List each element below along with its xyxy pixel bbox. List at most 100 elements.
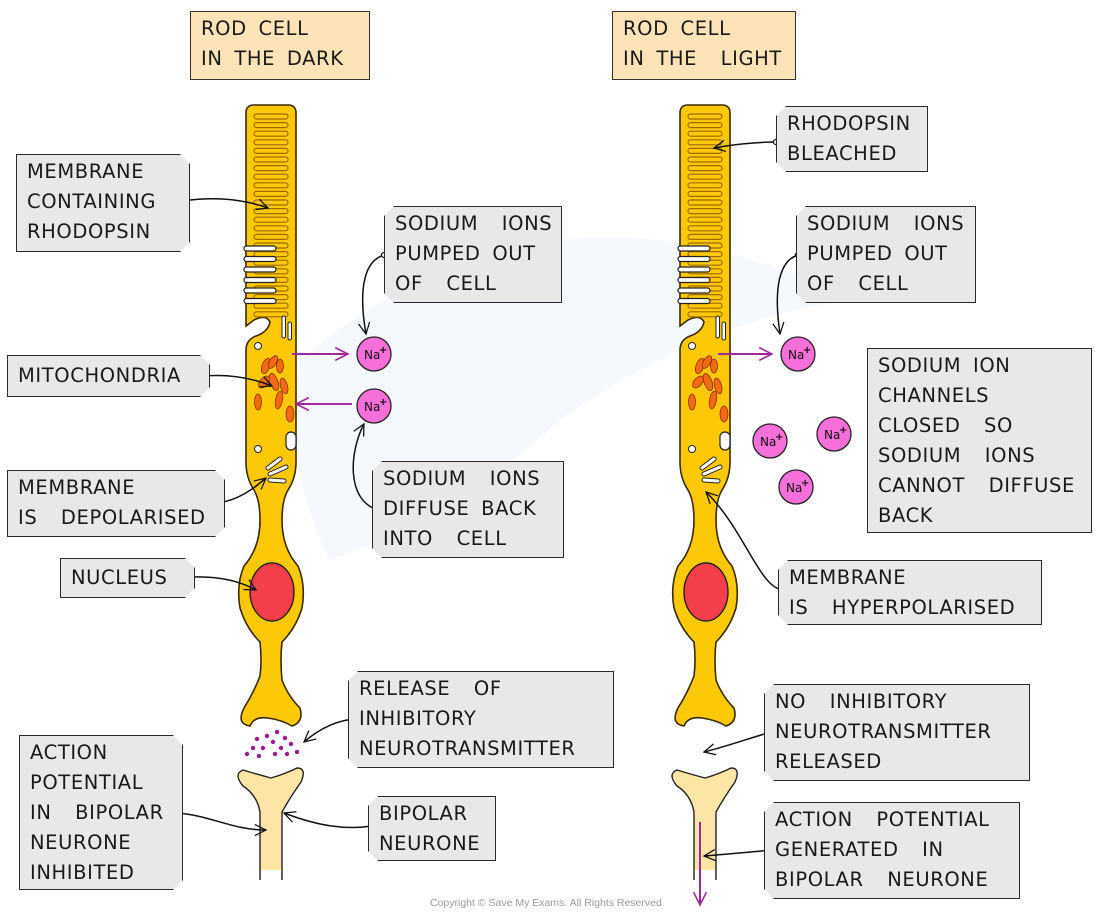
rhodopsin-disc bbox=[687, 156, 723, 163]
rhodopsin-disc bbox=[687, 165, 723, 172]
mitochondrion bbox=[267, 355, 279, 369]
sodium-ion: Na+ bbox=[356, 336, 392, 372]
rhodopsin-disc bbox=[253, 216, 289, 223]
label-membrane-hyperpolarised: MEMBRANE IS HYPERPOLARISED bbox=[778, 560, 1042, 625]
rhodopsin-disc bbox=[253, 113, 289, 120]
rhodopsin-disc bbox=[687, 199, 723, 206]
neurotransmitter-molecule bbox=[256, 753, 262, 759]
neurotransmitter-molecule bbox=[270, 739, 276, 745]
membrane-fold bbox=[677, 255, 711, 263]
mitochondrion bbox=[713, 377, 723, 395]
sodium-ion-label: Na bbox=[364, 400, 380, 414]
label-bipolar-neurone: BIPOLAR NEURONE bbox=[368, 796, 496, 861]
label-rhodopsin-bleached: RHODOPSIN BLEACHED bbox=[776, 106, 928, 172]
pointer-arrows bbox=[175, 139, 799, 862]
mitochondrion bbox=[279, 377, 289, 395]
rhodopsin-disc bbox=[253, 225, 289, 232]
rod-cell-dark bbox=[237, 104, 305, 882]
sodium-ion-charge: + bbox=[775, 432, 783, 443]
cilium-bar bbox=[281, 315, 286, 339]
sodium-ion-label: Na bbox=[824, 428, 840, 442]
rhodopsin-disc bbox=[253, 165, 289, 172]
label-release-inhibitory-neurotransmitter: RELEASE OF INHIBITORY NEUROTRANSMITTER bbox=[348, 671, 614, 768]
bipolar-neurone bbox=[237, 767, 304, 880]
title-rod-cell-light: ROD CELL IN THE LIGHT bbox=[612, 11, 796, 80]
rhodopsin-disc bbox=[253, 233, 289, 240]
rhodopsin-disc bbox=[687, 311, 723, 318]
rhodopsin-disc bbox=[687, 113, 723, 120]
rhodopsin-disc bbox=[687, 130, 723, 137]
endoplasmic-reticulum bbox=[702, 465, 722, 476]
neurotransmitter-molecule bbox=[282, 735, 288, 741]
membrane-fold bbox=[243, 276, 277, 284]
sodium-ion-circle bbox=[356, 388, 392, 424]
pointer-nucleus bbox=[189, 576, 258, 591]
rhodopsin-disc bbox=[253, 208, 289, 215]
sodium-ion-label: Na bbox=[786, 481, 802, 495]
pointer-bipolar-neurone bbox=[282, 811, 373, 829]
membrane-fold bbox=[677, 276, 711, 284]
rhodopsin-disc bbox=[253, 182, 289, 189]
sodium-ion-charge: + bbox=[839, 425, 847, 436]
vesicle bbox=[688, 445, 696, 453]
sodium-ion-circle bbox=[778, 469, 814, 505]
label-mitochondria: MITOCHONDRIA bbox=[7, 355, 210, 397]
pointer-membrane-rhodopsin bbox=[181, 198, 270, 211]
sodium-ion-charge: + bbox=[801, 478, 809, 489]
endoplasmic-reticulum bbox=[268, 478, 286, 483]
sodium-ion: Na+ bbox=[778, 469, 814, 505]
label-sodium-channels-closed: SODIUM ION CHANNELS CLOSED SO SODIUM ION… bbox=[867, 348, 1092, 533]
sodium-ion-circle bbox=[356, 336, 392, 372]
mitochondrion bbox=[719, 405, 729, 423]
endoplasmic-reticulum bbox=[266, 457, 282, 470]
sodium-ion-label: Na bbox=[788, 348, 804, 362]
nucleus bbox=[249, 562, 295, 622]
ion-movement-arrows bbox=[292, 354, 772, 905]
sodium-ion-label: Na bbox=[760, 435, 776, 449]
mitochondrion bbox=[710, 358, 718, 374]
neurotransmitter-molecule bbox=[244, 751, 250, 757]
pointer-sodium-pumped-light bbox=[772, 254, 799, 336]
cilium-bar bbox=[721, 321, 726, 341]
neurotransmitter-molecule bbox=[272, 751, 278, 757]
label-action-potential-generated: ACTION POTENTIAL GENERATED IN BIPOLAR NE… bbox=[764, 802, 1020, 899]
label-sodium-diffuse-back: SODIUM IONS DIFFUSE BACK INTO CELL bbox=[372, 461, 564, 558]
sodium-ion-circle bbox=[752, 423, 788, 459]
nucleus bbox=[683, 562, 729, 622]
rhodopsin-disc bbox=[687, 208, 723, 215]
label-membrane-depolarised: MEMBRANE IS DEPOLARISED bbox=[7, 470, 225, 537]
membrane-fold bbox=[677, 245, 711, 252]
label-sodium-pumped-out-light: SODIUM IONS PUMPED OUT OF CELL bbox=[796, 206, 976, 303]
membrane-fold bbox=[243, 255, 277, 263]
vesicle bbox=[254, 445, 262, 453]
neurotransmitter-molecule bbox=[288, 741, 294, 747]
sodium-ion: Na+ bbox=[816, 416, 852, 452]
sodium-ion: Na+ bbox=[780, 336, 816, 372]
membrane-fold bbox=[677, 266, 711, 273]
sodium-ion-charge: + bbox=[379, 397, 387, 408]
rhodopsin-disc bbox=[253, 139, 289, 146]
pointer-mitochondria bbox=[203, 374, 274, 388]
rhodopsin-disc bbox=[687, 233, 723, 240]
label-sodium-pumped-out-dark: SODIUM IONS PUMPED OUT OF CELL bbox=[384, 206, 562, 303]
sodium-ion-circle bbox=[780, 336, 816, 372]
pointer-rhodopsin-bleached bbox=[712, 139, 777, 153]
vacuole bbox=[719, 431, 731, 451]
pointer-hyperpolarised bbox=[704, 491, 785, 591]
endoplasmic-reticulum bbox=[702, 478, 720, 483]
membrane-fold bbox=[243, 297, 277, 305]
vesicle bbox=[688, 342, 696, 350]
bipolar-neurone-end bbox=[261, 870, 281, 882]
neurotransmitter-molecule bbox=[284, 751, 290, 757]
membrane-fold bbox=[677, 297, 711, 305]
label-nucleus: NUCLEUS bbox=[60, 558, 195, 598]
sodium-ion-circle bbox=[816, 416, 852, 452]
rhodopsin-disc bbox=[253, 199, 289, 206]
vacuole bbox=[285, 431, 297, 451]
bipolar-neurone-end bbox=[695, 870, 715, 882]
sodium-ion: Na+ bbox=[752, 423, 788, 459]
endoplasmic-reticulum bbox=[700, 457, 716, 470]
endoplasmic-reticulum bbox=[268, 465, 288, 476]
mitochondrion bbox=[285, 405, 295, 423]
rhodopsin-disc bbox=[687, 182, 723, 189]
